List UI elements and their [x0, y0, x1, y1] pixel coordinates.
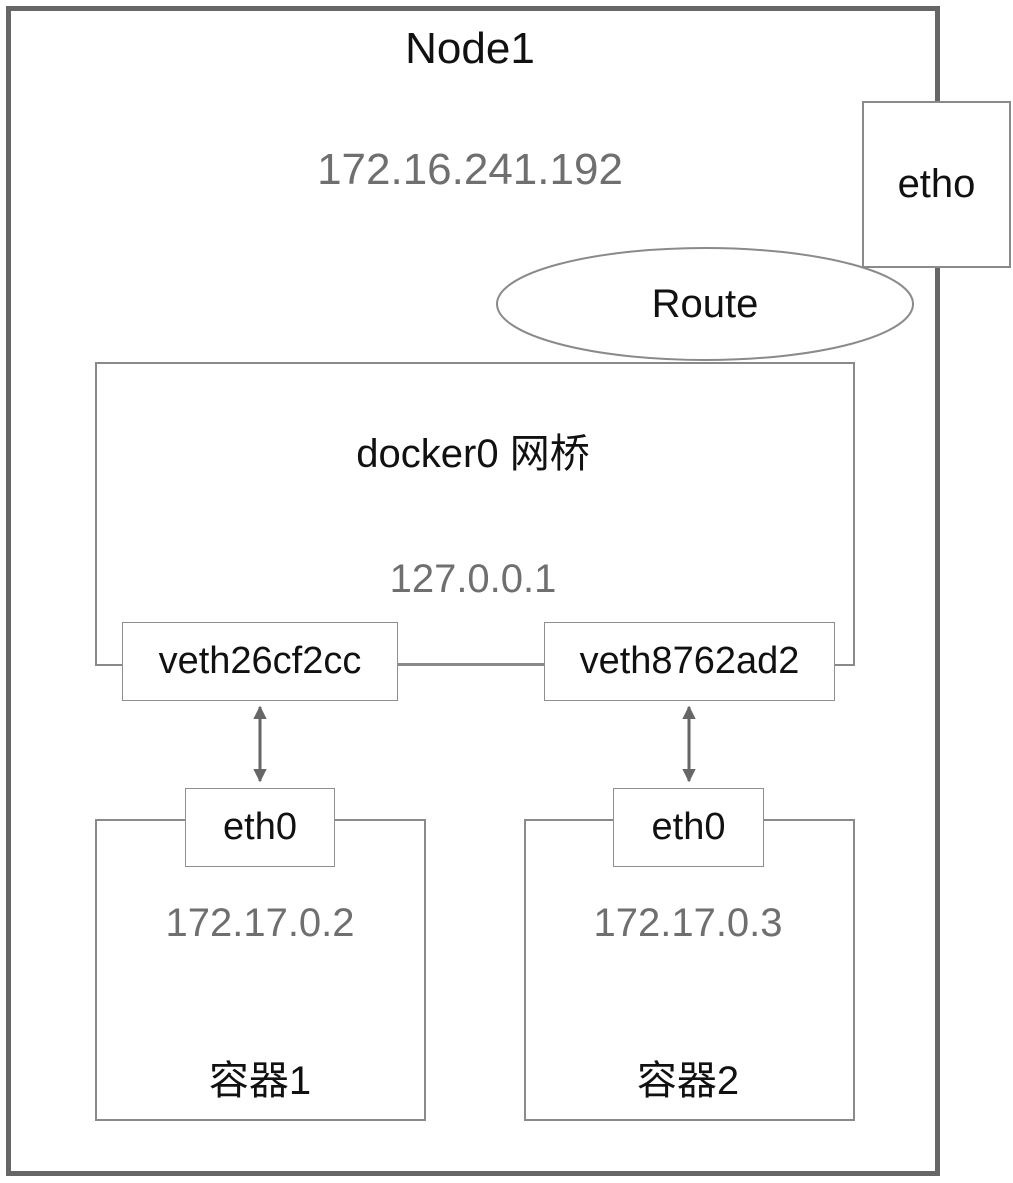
bridge-ip: 127.0.0.1 — [389, 557, 557, 601]
container-1-ip: 172.17.0.2 — [165, 901, 355, 945]
container-1-name: 容器1 — [208, 1059, 312, 1103]
container-1-eth0-box: eth0 — [185, 788, 335, 867]
bridge-title: docker0 网桥 — [356, 432, 590, 476]
veth-right-label: veth8762ad2 — [579, 640, 800, 682]
veth-left-label: veth26cf2cc — [158, 640, 362, 682]
container-2-box — [524, 819, 855, 1121]
veth-right-box: veth8762ad2 — [544, 622, 835, 701]
container-2-eth0-box: eth0 — [613, 788, 764, 867]
container-1-eth0-label: eth0 — [223, 806, 297, 848]
node-title: Node1 — [405, 24, 535, 73]
external-interface-label: etho — [897, 162, 976, 206]
node-ip: 172.16.241.192 — [317, 145, 623, 194]
bridge-box — [95, 362, 855, 666]
route-label: Route — [651, 282, 759, 326]
container-2-ip: 172.17.0.3 — [593, 901, 783, 945]
external-interface-box: etho — [862, 101, 1011, 268]
container-2-name: 容器2 — [636, 1059, 740, 1103]
veth-left-box: veth26cf2cc — [122, 622, 398, 701]
container-2-eth0-label: eth0 — [651, 806, 726, 848]
